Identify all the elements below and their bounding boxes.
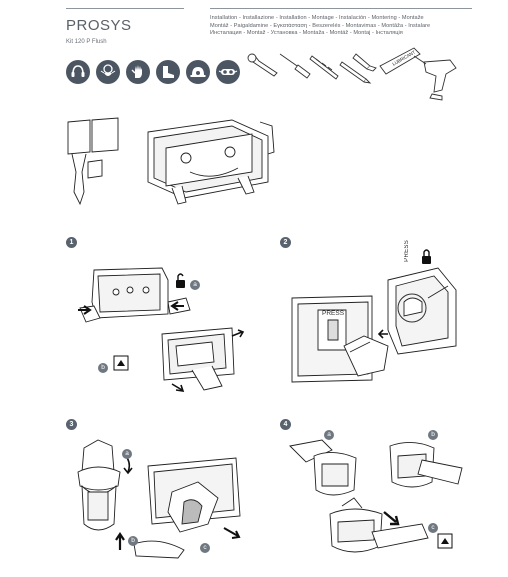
step-3-illustration <box>77 439 241 559</box>
unlock-icon <box>176 273 185 288</box>
sub-step-badge: a <box>324 430 334 440</box>
hearing-protection-icon <box>66 60 90 84</box>
screwdriver-icon <box>279 53 311 79</box>
sub-step-badge: b <box>98 363 108 373</box>
utility-knife-icon <box>352 53 377 72</box>
sub-step-badge: a <box>122 449 132 459</box>
safety-boots-icon <box>156 60 180 84</box>
toolbox-icon <box>437 533 453 549</box>
pencil-icon <box>339 61 372 84</box>
sub-step-badge: c <box>428 523 438 533</box>
step-badge: 2 <box>280 237 291 248</box>
sub-step-badge: c <box>200 543 210 553</box>
step-4-illustration <box>289 439 463 553</box>
drill-bit-icon <box>309 55 339 80</box>
lock-icon <box>422 249 431 264</box>
install-line: Installation - Installazione - Installat… <box>210 15 424 21</box>
wrench-icon <box>247 53 278 77</box>
lubricant-tube-icon: LUBRICANT <box>379 47 421 75</box>
safety-gloves-icon <box>126 60 150 84</box>
installation-languages: Installation - Installazione - Installat… <box>210 15 472 38</box>
power-drill-icon <box>413 55 457 101</box>
toolbox-icon <box>113 355 129 371</box>
step-badge: 1 <box>66 237 77 248</box>
sub-step-badge: b <box>428 430 438 440</box>
header-rule-left <box>66 8 184 9</box>
sub-step-badge: b <box>128 536 138 546</box>
install-line: Инсталация - Montaž - Установка - Montaž… <box>210 30 403 37</box>
step-2-illustration <box>291 249 457 383</box>
kit-subtitle: Kit 120 P Flush <box>66 39 107 45</box>
hard-hat-icon <box>186 60 210 84</box>
dust-mask-icon <box>96 60 120 84</box>
step-badge: 3 <box>66 419 77 430</box>
safety-goggles-icon <box>216 60 240 84</box>
install-line: Montáž - Paigaldamine - Εγκατάσταση - Be… <box>210 22 431 29</box>
tools-row: LUBRICANT <box>247 47 457 101</box>
step-badge: 4 <box>280 419 291 430</box>
header-rule-right <box>210 8 472 9</box>
brand-title: PROSYS <box>66 17 132 34</box>
sub-step-badge: a <box>190 280 200 290</box>
kit-overview-illustration <box>67 117 275 206</box>
press-label: PRESS <box>322 310 345 317</box>
step-1-illustration <box>78 267 245 392</box>
